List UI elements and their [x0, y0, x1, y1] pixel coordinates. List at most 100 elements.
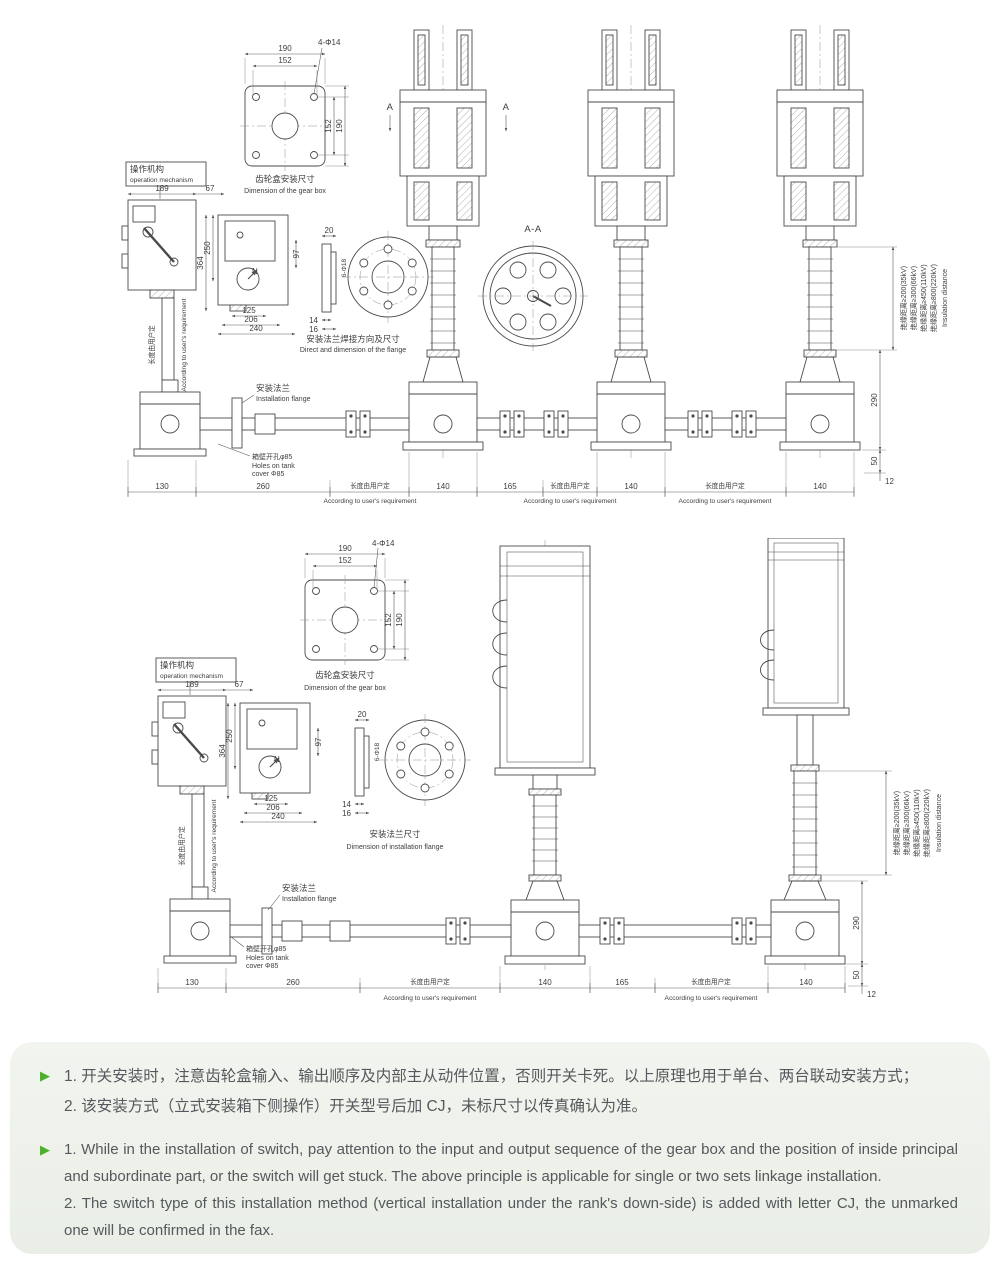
install-flange-cn-2: 安装法兰	[282, 883, 316, 893]
installation-flange-plate-2	[261, 907, 273, 955]
operation-mechanism: 操作机构 operation mechanism 189 67 长度由用户定 A…	[120, 161, 225, 457]
tank-holes-callout: 箱壁开孔φ85 Holes on tank cover Φ85	[217, 443, 295, 478]
length-user-cn-4: 长度由用户定	[410, 977, 450, 986]
dim-206-2: 206	[266, 803, 280, 812]
dim-4xd14-2: 4-Φ14	[372, 539, 395, 548]
dim-190: 190	[278, 44, 292, 53]
dim-12-2: 12	[867, 990, 876, 999]
dim-14-2: 14	[342, 800, 351, 809]
insulation-en-2: Insulation distance	[936, 794, 943, 852]
length-user-en-3: According to user's requirement	[679, 498, 772, 505]
dim-125: 125	[242, 306, 256, 315]
dim-140-b: 140	[624, 482, 638, 491]
drive-shaft-train	[199, 397, 787, 449]
insulation-distance-block-2: 绝缘距离≥200(35kV) 绝缘距离≥300(66kV) 绝缘距离≥450(1…	[818, 770, 943, 876]
insulation-66-2: 绝缘距离≥300(66kV)	[902, 791, 911, 855]
op-mech-label-en: operation mechanism	[130, 177, 194, 184]
shaft-length-cn: 长度由用户定	[147, 325, 156, 365]
gearbox-mounting-detail-2: 190 152 152 190 4-Φ14 齿轮盒安装尺寸 Dimension …	[299, 539, 409, 692]
insulation-distance-block: 绝缘距离≥200(35kV) 绝缘距离≥300(66kV) 绝缘距离≥450(1…	[831, 246, 949, 351]
dim-67: 67	[206, 184, 215, 193]
install-flange-dim-en: Dimension of installation flange	[347, 844, 444, 851]
dim-290: 290	[870, 393, 879, 407]
install-flange-dim-cn: 安装法兰尺寸	[369, 829, 421, 839]
dim-206: 206	[244, 315, 258, 324]
length-user-cn-5: 长度由用户定	[691, 977, 731, 986]
dim-290-2: 290	[852, 916, 861, 930]
tank-holes-callout-2: 箱壁开孔φ85 Holes on tank cover Φ85	[229, 935, 289, 970]
gearbox-mounting-detail: 190 152 152 190 4-Φ14 齿轮盒安装尺寸 Dimension …	[239, 38, 349, 195]
install-flange-en: Installation flange	[256, 396, 311, 403]
north-label: N	[252, 267, 258, 276]
tank-holes-cn: 箱壁开孔φ85	[252, 452, 292, 461]
flange-weld-title-en: Direct and dimension of the flange	[300, 347, 406, 354]
dim-250: 250	[203, 241, 212, 255]
dim-152-2v: 152	[384, 613, 393, 627]
flange-weld-detail: 20 6-Φ18 14 16 安装法兰焊接方向及尺寸 Direct and di…	[300, 226, 435, 354]
note-cn-2: 2. 该安装方式（立式安装箱下侧操作）开关型号后加 CJ，未标尺寸以传真确认为准…	[64, 1098, 647, 1115]
length-user-cn-2: 长度由用户定	[550, 481, 590, 490]
dim-140-2a: 140	[538, 978, 552, 987]
op-mech-label-cn: 操作机构	[130, 164, 164, 174]
shaft-length-en: According to user's requirement	[181, 298, 188, 391]
svg-text:A: A	[387, 102, 394, 113]
drawing-two-pole-vertical: 190 152 152 190 4-Φ14 齿轮盒安装尺寸 Dimension …	[150, 538, 943, 1002]
section-marker-a: A A	[387, 102, 509, 132]
dim-152-v: 152	[324, 119, 333, 133]
note-cn-1: 1. 开关安装时，注意齿轮盒输入、输出顺序及内部主从动件位置，否则开关卡死。以上…	[64, 1068, 919, 1085]
insulation-35: 绝缘距离≥200(35kV)	[899, 266, 908, 330]
dim-20-2: 20	[358, 710, 367, 719]
drawing-three-pole-linkage: A A A-A 190 152 152 190 4-Φ14 齿轮盒安装尺寸 Di…	[120, 24, 949, 505]
insulation-35-2: 绝缘距离≥200(35kV)	[892, 791, 901, 855]
dim-140-2b: 140	[799, 978, 813, 987]
length-user-en-1: According to user's requirement	[324, 498, 417, 505]
insulation-220: 绝缘距离≥800(220kV)	[929, 264, 938, 332]
dim-152-2: 152	[338, 556, 352, 565]
dim-140-a: 140	[436, 482, 450, 491]
dim-97: 97	[292, 249, 301, 258]
tank-holes-en1: Holes on tank	[252, 463, 295, 470]
dim-165-2: 165	[615, 978, 629, 987]
tank-holes-en2: cover Φ85	[252, 471, 285, 478]
shaft-length-cn-2: 长度由用户定	[177, 826, 186, 866]
pole-assembly-1	[399, 24, 487, 459]
installation-flange-detail-2: 20 6-Φ18 14 16 安装法兰尺寸 Dimension of insta…	[342, 710, 472, 851]
dim-4xd14: 4-Φ14	[318, 38, 341, 47]
section-aa-label: A-A	[524, 224, 542, 235]
dim-16-2: 16	[342, 809, 351, 818]
note-en-1: 1. While in the installation of switch, …	[64, 1141, 958, 1185]
dim-12: 12	[885, 477, 894, 486]
insulation-110: 绝缘距离≥450(110kV)	[919, 264, 928, 332]
north-label-2: N	[274, 755, 280, 764]
dim-152: 152	[278, 56, 292, 65]
notes-chinese: ▶ 1. 开关安装时，注意齿轮盒输入、输出顺序及内部主从动件位置，否则开关卡死。…	[40, 1062, 958, 1122]
shaft-length-en-2: According to user's requirement	[211, 799, 218, 892]
install-flange-cn: 安装法兰	[256, 383, 290, 393]
dim-364: 364	[196, 256, 205, 270]
green-arrow-icon: ▶	[40, 1068, 50, 1083]
dim-20: 20	[325, 226, 334, 235]
drive-shaft-train-2	[229, 907, 772, 955]
flange-weld-title-cn: 安装法兰焊接方向及尺寸	[306, 334, 400, 344]
dim-14: 14	[309, 316, 318, 325]
dim-6xd18: 6-Φ18	[341, 258, 348, 277]
dim-130-2: 130	[185, 978, 199, 987]
op-mech-label-cn-2: 操作机构	[160, 660, 194, 670]
switch-column-1	[492, 540, 596, 970]
dim-189-2: 189	[185, 680, 199, 689]
installation-flange-callout-2: 安装法兰 Installation flange	[267, 883, 337, 911]
insulation-en: Insulation distance	[942, 269, 949, 327]
bottom-dimension-chain-2: 130 260 140 165 140 长度由用户定 According to …	[157, 966, 846, 1002]
note-en-2: 2. The switch type of this installation …	[64, 1195, 958, 1239]
op-mech-label-en-2: operation mechanism	[160, 673, 224, 680]
dim-190-2: 190	[338, 544, 352, 553]
pole-assembly-3	[776, 24, 864, 459]
dim-6xd18-2: 6-Φ18	[374, 742, 381, 761]
right-vertical-dims-2: 290 50 12	[821, 880, 876, 999]
length-user-cn-3: 长度由用户定	[705, 481, 745, 490]
dim-260: 260	[256, 482, 270, 491]
dim-140-c: 140	[813, 482, 827, 491]
dim-190-v: 190	[335, 119, 344, 133]
length-user-cn-1: 长度由用户定	[350, 481, 390, 490]
